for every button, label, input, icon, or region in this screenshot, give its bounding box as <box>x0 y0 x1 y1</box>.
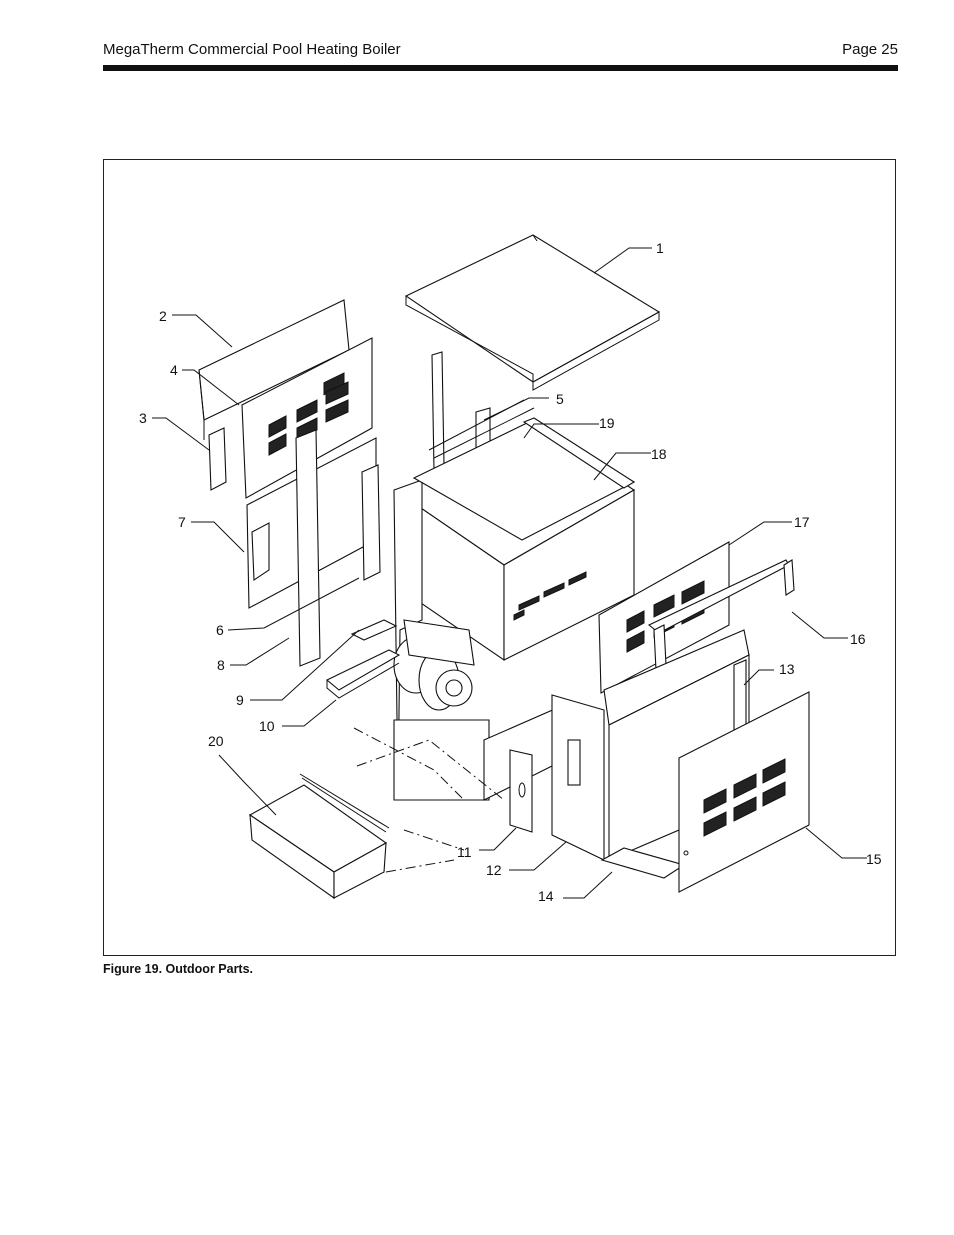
burner-blower-drawing <box>393 619 565 801</box>
callout-10: 10 <box>259 718 275 734</box>
callout-12: 12 <box>486 862 502 878</box>
exploded-parts-diagram: 1 2 3 4 5 6 7 8 9 10 11 12 13 14 15 16 1… <box>139 234 882 904</box>
callout-7: 7 <box>178 514 186 530</box>
page-number: Page 25 <box>842 41 898 58</box>
callout-13: 13 <box>779 661 795 677</box>
callout-2: 2 <box>159 308 167 324</box>
document-header-title: MegaTherm Commercial Pool Heating Boiler <box>103 41 401 58</box>
figure-caption: Figure 19. Outdoor Parts. <box>103 962 254 976</box>
callout-9: 9 <box>236 692 244 708</box>
callout-11: 11 <box>457 844 472 860</box>
right-side-panel-drawing <box>598 541 795 694</box>
callout-14: 14 <box>538 888 554 904</box>
figure-frame: 1 2 3 4 5 6 7 8 9 10 11 12 13 14 15 16 1… <box>103 159 896 956</box>
leader-lines <box>152 247 867 899</box>
callout-20: 20 <box>208 733 224 749</box>
small-plate-drawing <box>509 749 533 833</box>
callout-3: 3 <box>139 410 147 426</box>
header-rule <box>103 65 898 71</box>
vertical-post-drawing <box>361 464 381 581</box>
cabinet-top-drawing <box>412 417 636 541</box>
top-cover-drawing <box>404 234 661 391</box>
front-hood-drawing <box>248 773 390 900</box>
callout-4: 4 <box>170 362 178 378</box>
front-door-drawing <box>551 694 605 861</box>
callout-16: 16 <box>850 631 866 647</box>
small-bracket-drawing <box>208 427 227 491</box>
callout-8: 8 <box>217 657 225 673</box>
side-strip-drawing <box>295 429 321 667</box>
rear-grille-panel-drawing <box>241 337 373 499</box>
callout-19: 19 <box>599 415 615 431</box>
callout-1: 1 <box>656 240 664 256</box>
alignment-lines <box>353 727 505 873</box>
callout-18: 18 <box>651 446 667 462</box>
callout-15: 15 <box>866 851 882 867</box>
callout-5: 5 <box>556 391 564 407</box>
shelf-parts-drawing <box>325 619 401 699</box>
front-grille-panel-drawing <box>678 691 810 893</box>
callout-17: 17 <box>794 514 810 530</box>
callout-6: 6 <box>216 622 224 638</box>
callout-labels: 1 2 3 4 5 6 7 8 9 10 11 12 13 14 15 16 1… <box>139 240 882 904</box>
